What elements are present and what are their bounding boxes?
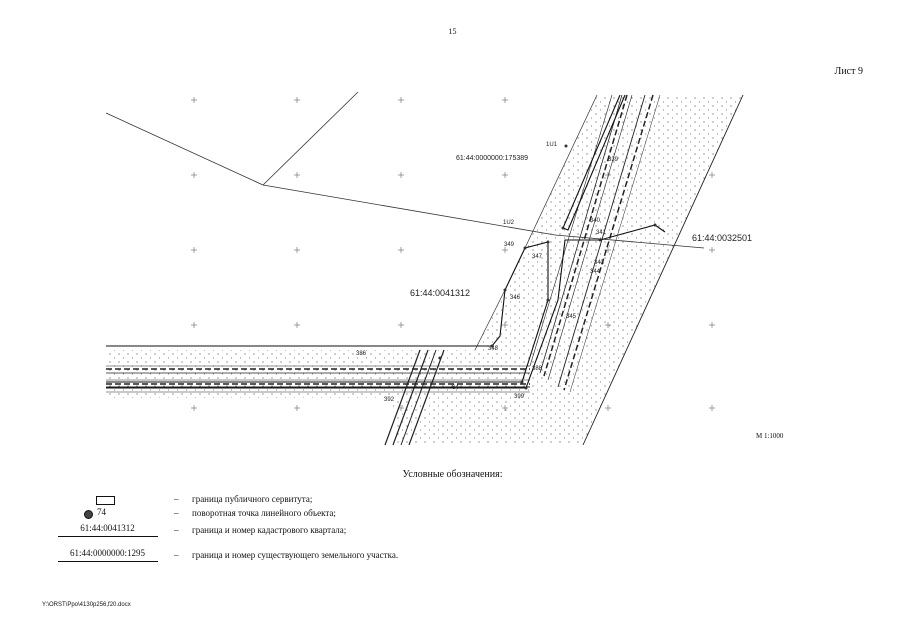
quarter-label-2: 61:44:0032501: [692, 233, 752, 243]
turn-point-dot-icon: [84, 510, 93, 519]
turn-points: [438, 144, 657, 390]
point-label: 345: [566, 314, 577, 320]
point-label: 349: [504, 242, 515, 248]
point-label: 386: [356, 351, 367, 357]
legend-dash: –: [174, 550, 179, 560]
scale-label: М 1:1000: [756, 432, 784, 440]
point-label: 388: [532, 366, 543, 372]
page-number: 15: [448, 27, 457, 36]
parcel-label: 61:44:0000000:175389: [456, 155, 528, 162]
legend-symbol-text: 61:44:0000000:1295: [69, 548, 145, 558]
legend-dash: –: [174, 508, 179, 518]
legend-item-servitude: – граница публичного сервитута;: [40, 494, 740, 510]
point-label: 346: [510, 295, 521, 301]
legend-symbol: 74: [40, 507, 175, 524]
quarter-label-1: 61:44:0041312: [410, 288, 470, 298]
legend-symbol: [40, 494, 175, 510]
point-label: 348: [488, 346, 499, 352]
point-label: 399: [514, 394, 525, 400]
legend-text: граница публичного сервитута;: [192, 494, 313, 504]
legend-symbol: 61:44:0000000:1295: [40, 548, 175, 566]
legend-item-quarter: 61:44:0041312 – граница и номер кадастро…: [40, 523, 740, 541]
point-label: 343: [594, 260, 605, 266]
legend-item-parcel: 61:44:0000000:1295 – граница и номер сущ…: [40, 548, 740, 566]
point-label: 341: [596, 230, 607, 236]
dotted-area: [106, 94, 744, 446]
point-label: 392: [384, 397, 395, 403]
legend-title: Условные обозначения:: [402, 469, 503, 480]
point-label: 1U1: [546, 142, 558, 148]
legend-symbol-text: 74: [97, 507, 106, 517]
point-label: 344: [590, 269, 601, 275]
point-label: 64: [452, 385, 459, 391]
legend-dash: –: [174, 525, 179, 535]
servitude-rectangle-icon: [96, 496, 115, 505]
file-path: Y:\ORST\Ppo\4130p256,f20.docx: [42, 602, 131, 608]
point-label: 347: [532, 254, 543, 260]
parcel-boundary-line-icon: [58, 561, 158, 562]
sheet-label: Лист 9: [834, 66, 863, 77]
point-label: 1U2: [503, 220, 515, 226]
legend-dash: –: [174, 494, 179, 504]
road-corridor: [106, 94, 661, 446]
point-label: 340: [590, 218, 601, 224]
quarter-boundary-line-icon: [58, 536, 158, 537]
legend-item-turn-point: 74 – поворотная точка линейного объекта;: [40, 507, 740, 524]
point-label: 339: [608, 157, 619, 163]
legend-symbol-text: 61:44:0041312: [80, 523, 135, 533]
legend-text: граница и номер кадастрового квартала;: [192, 525, 347, 535]
legend-text: граница и номер существующего земельного…: [192, 550, 399, 560]
legend-text: поворотная точка линейного объекта;: [192, 508, 336, 518]
legend-symbol: 61:44:0041312: [40, 523, 175, 541]
